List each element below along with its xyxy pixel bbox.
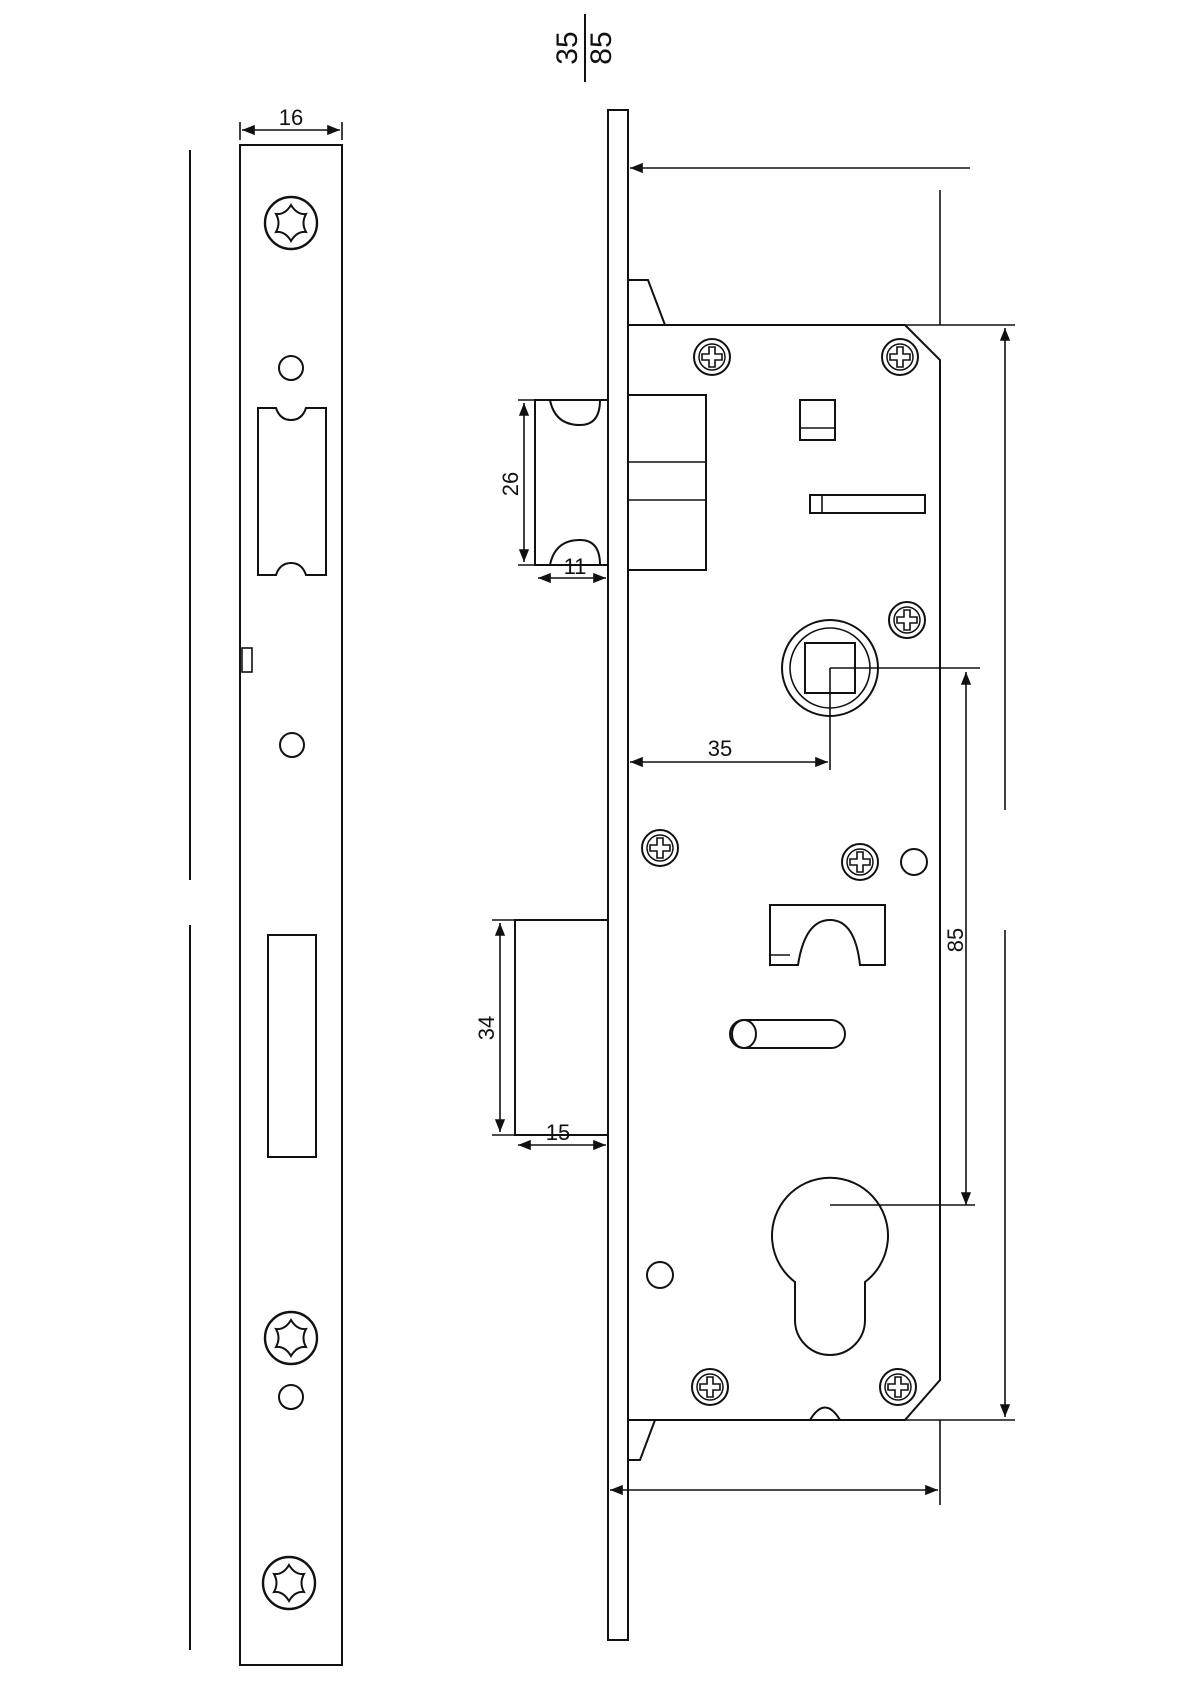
bolt-cutout [267, 934, 317, 1158]
strike-plate: 16 [189, 105, 343, 1666]
latch-inner-block [627, 394, 707, 571]
latch-height-label: 26 [498, 472, 523, 496]
strike-hole [278, 1384, 304, 1410]
bottom-tab [628, 1419, 656, 1461]
bolt-height-label: 34 [474, 1016, 499, 1040]
torx-screw-icon [261, 1555, 317, 1611]
edge-mark [241, 647, 253, 673]
screw-icon [881, 338, 919, 376]
small-square-part [799, 399, 836, 441]
header-label-bottom: 85 [585, 31, 618, 64]
top-tab [628, 279, 666, 326]
torx-screw-icon [263, 1310, 319, 1366]
header-label-top: 35 [551, 31, 584, 64]
bolt-projection-label: 15 [546, 1120, 570, 1145]
horizontal-slot [809, 494, 926, 514]
backset-label: 35 [708, 736, 732, 761]
strike-hole [278, 355, 304, 381]
horizontal-pin [729, 1019, 846, 1049]
screw-icon [879, 1368, 917, 1406]
cam-block [769, 904, 886, 966]
screw-icon [693, 338, 731, 376]
center-distance-label: 85 [943, 928, 968, 952]
strike-hole [279, 732, 305, 758]
lock-body: 26 11 35 85 34 15 [474, 109, 1015, 1641]
screw-icon [841, 843, 879, 881]
latch-bolt [534, 399, 608, 566]
case-hole [900, 848, 928, 876]
forend-plate [607, 109, 629, 1641]
strike-plate-outline [239, 144, 343, 1666]
screw-icon [691, 1368, 729, 1406]
case-hole [646, 1261, 674, 1289]
torx-screw-icon [263, 195, 319, 251]
screw-icon [888, 601, 926, 639]
latch-projection-label: 11 [564, 554, 587, 579]
euro-cylinder-cutout [771, 1176, 889, 1356]
bottom-notch [809, 1406, 841, 1421]
faceplate-width-label: 16 [279, 105, 303, 130]
screw-icon [641, 829, 679, 867]
lock-case-outline [628, 324, 941, 1421]
header-label: 35 85 [551, 14, 618, 82]
deadbolt [514, 919, 608, 1136]
latch-cutout [257, 407, 327, 576]
latch-bevel-bottom [549, 538, 601, 566]
latch-bevel-top [549, 399, 601, 427]
